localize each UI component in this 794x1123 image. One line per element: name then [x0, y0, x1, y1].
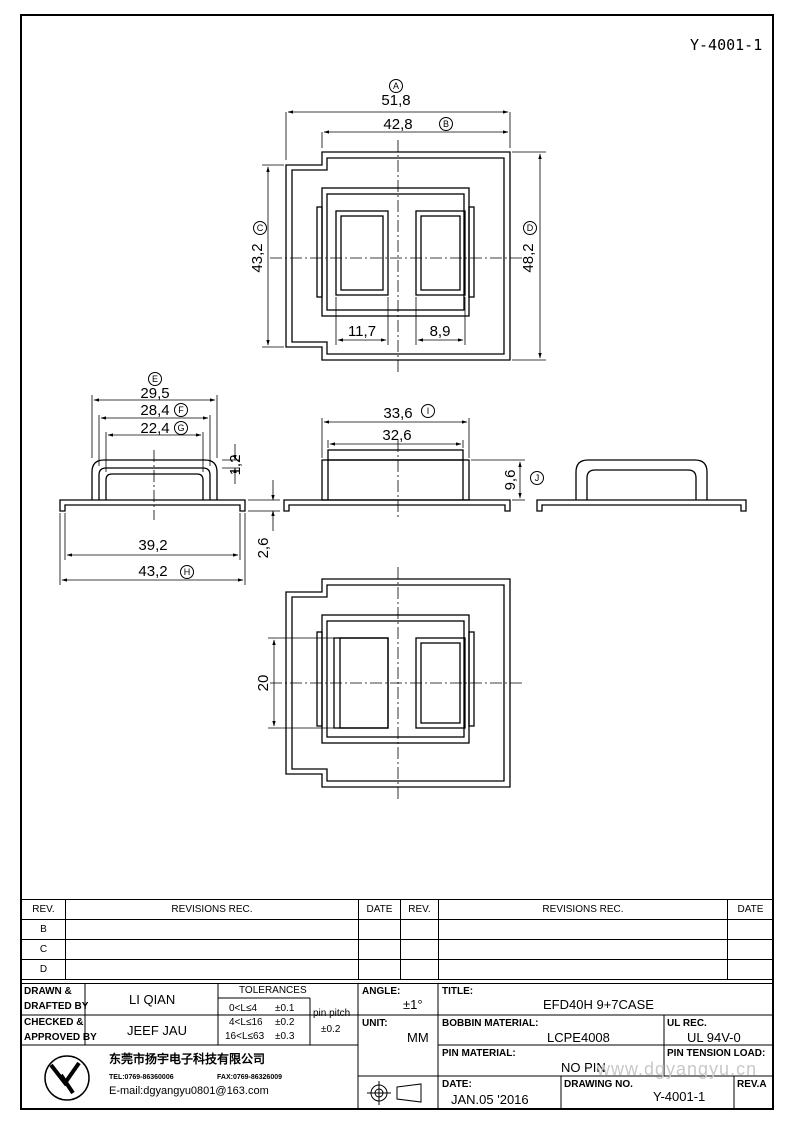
- datum-e: E: [152, 374, 158, 384]
- checked-value: JEEF JAU: [127, 1023, 187, 1038]
- revisions-table: REV. REVISIONS REC. DATE REV. REVISIONS …: [21, 899, 774, 980]
- pin-tension-label: PIN TENSION LOAD:: [667, 1048, 766, 1059]
- pin-material-value: NO PIN: [561, 1060, 606, 1075]
- tol-value-2: ±0.2: [275, 1017, 295, 1028]
- datum-g: G: [177, 423, 184, 433]
- dim-39-2: 39,2: [138, 537, 167, 554]
- tolerances-label: TOLERANCES: [239, 985, 307, 996]
- revisions-header: REVISIONS REC.: [65, 899, 359, 920]
- left-view-outline: [59, 459, 246, 512]
- pin-material-label: PIN MATERIAL:: [442, 1048, 516, 1059]
- dim-42-8: 42,8: [383, 116, 412, 133]
- revisions-header-2: REVISIONS REC.: [438, 899, 728, 920]
- rev-header-2: REV.: [400, 899, 439, 920]
- rev-row-d: D: [21, 959, 66, 980]
- rev-row-c: C: [21, 939, 66, 960]
- company-email: E-mail:dgyangyu0801@163.com: [109, 1085, 269, 1097]
- checked-label-2: APPROVED BY: [24, 1032, 97, 1043]
- title-label: TITLE:: [442, 986, 474, 997]
- date-header: DATE: [358, 899, 401, 920]
- bobbin-label: BOBBIN MATERIAL:: [442, 1018, 539, 1029]
- top-view-centerlines: [270, 140, 525, 372]
- right-view-outline: [536, 459, 747, 512]
- dim-11-7: 11,7: [348, 323, 376, 340]
- middle-view-outline: [283, 449, 511, 512]
- pin-pitch-label: pin pitch: [313, 1008, 351, 1019]
- title-block-grid: [21, 983, 773, 1110]
- top-view-dimensions: [262, 110, 546, 361]
- drawing-no-value: Y-4001-1: [653, 1089, 706, 1104]
- middle-view-dimensions: [321, 418, 525, 501]
- drawing-no-label: DRAWING NO.: [564, 1079, 633, 1090]
- dim-43-2-side: 43,2: [138, 563, 167, 580]
- datum-d: D: [527, 223, 534, 233]
- ul-label: UL REC.: [667, 1018, 707, 1029]
- date-header-2: DATE: [727, 899, 774, 920]
- drawn-label-2: DRAFTED BY: [24, 1001, 89, 1012]
- dim-48-2: 48,2: [520, 243, 537, 272]
- top-view-outline: [285, 151, 511, 361]
- rev-a-label: REV.A: [737, 1079, 767, 1090]
- projection-symbol: [367, 1081, 422, 1105]
- dim-28-4: 28,4: [140, 402, 169, 419]
- dim-2-6: 2,6: [255, 538, 272, 559]
- title-block: DRAWN & DRAFTED BY LI QIAN CHECKED & APP…: [21, 983, 773, 1110]
- tol-range-1: 0<L≤4: [229, 1003, 258, 1014]
- datum-a: A: [393, 81, 399, 91]
- dim-32-6: 32,6: [382, 427, 411, 444]
- tol-value-3: ±0.3: [275, 1031, 295, 1042]
- document-number: Y-4001-1: [690, 36, 763, 54]
- dim-29-5: 29,5: [140, 385, 169, 402]
- dim-43-2-top: 43,2: [249, 243, 266, 272]
- bottom-view-outline: [285, 578, 511, 788]
- dim-51-8: 51,8: [381, 92, 410, 109]
- company-fax: FAX:0769-86326009: [217, 1074, 282, 1081]
- left-view-dimensions: [59, 395, 280, 585]
- tol-range-2: 4<L≤16: [229, 1017, 263, 1028]
- dim-22-4: 22,4: [140, 420, 169, 437]
- unit-label: UNIT:: [362, 1018, 388, 1029]
- angle-label: ANGLE:: [362, 986, 401, 997]
- dim-33-6: 33,6: [383, 405, 412, 422]
- rev-header: REV.: [21, 899, 66, 920]
- rev-row-b: B: [21, 919, 66, 940]
- dim-20: 20: [255, 675, 272, 692]
- date-label: DATE:: [442, 1079, 472, 1090]
- datum-circles: [148, 79, 544, 579]
- company-name: 东莞市扬宇电子科技有限公司: [109, 1052, 266, 1066]
- ul-value: UL 94V-0: [687, 1030, 741, 1045]
- dim-8-9: 8,9: [430, 323, 451, 340]
- datum-f: F: [178, 405, 184, 415]
- dim-9-6: 9,6: [502, 470, 519, 491]
- watermark: www.dgyangyu.cn: [597, 1059, 758, 1079]
- drawn-label-1: DRAWN &: [24, 986, 72, 997]
- title-value: EFD40H 9+7CASE: [543, 997, 654, 1012]
- drawn-value: LI QIAN: [129, 992, 176, 1007]
- company-logo: [44, 1055, 90, 1101]
- tol-value-1: ±0.1: [275, 1003, 295, 1014]
- date-value: JAN.05 '2016: [451, 1092, 529, 1107]
- company-tel: TEL:0769-86360006: [109, 1074, 174, 1081]
- checked-label-1: CHECKED &: [24, 1017, 84, 1028]
- pin-pitch-value: ±0.2: [321, 1024, 341, 1035]
- tol-range-3: 16<L≤63: [225, 1031, 265, 1042]
- dim-1-2: 1,2: [227, 455, 244, 476]
- angle-value: ±1°: [403, 997, 423, 1012]
- datum-c: C: [257, 223, 264, 233]
- bobbin-value: LCPE4008: [547, 1030, 610, 1045]
- bottom-view-dimensions: [268, 637, 334, 729]
- datum-b: B: [443, 119, 449, 129]
- datum-i: I: [427, 406, 430, 416]
- unit-value: MM: [407, 1030, 429, 1045]
- datum-h: H: [184, 567, 191, 577]
- datum-j: J: [535, 473, 540, 483]
